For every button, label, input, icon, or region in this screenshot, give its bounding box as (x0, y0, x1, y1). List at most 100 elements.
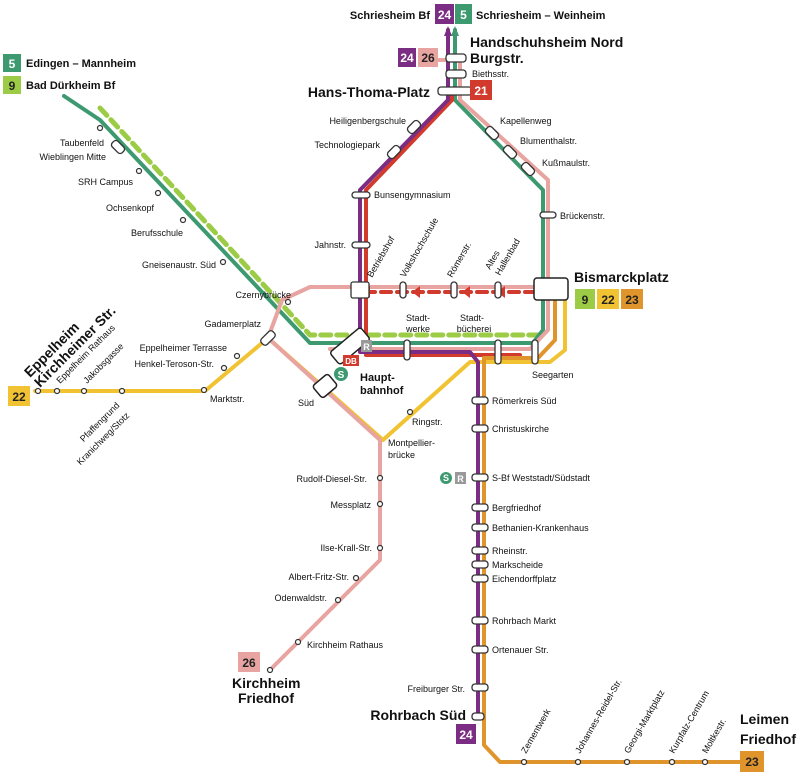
top-label-schriesheim-weinheim: Schriesheim – Weinheim (476, 10, 606, 22)
svg-text:R: R (363, 342, 370, 352)
regional-train-icon: R (455, 472, 466, 484)
station-montpellier-2: brücke (388, 450, 415, 460)
station-roemerstr: Römerstr. (445, 240, 473, 279)
svg-text:26: 26 (421, 51, 435, 65)
line-23-path (482, 293, 742, 764)
station-montpellier: Montpellier- (388, 438, 435, 448)
station-rohrbach-markt: Rohrbach Markt (492, 616, 557, 626)
station-albert-fritz: Albert-Fritz-Str. (288, 572, 349, 582)
terminus-leimen-friedhof: Friedhof (740, 731, 796, 747)
badge-21: 21 (470, 80, 492, 100)
badge-26-kirchheim: 26 (238, 652, 260, 672)
station-ilse-krall: Ilse-Krall-Str. (320, 543, 372, 553)
station-ringstr: Ringstr. (412, 417, 443, 427)
station-bunsengymnasium: Bunsengymnasium (374, 190, 451, 200)
terminus-hans-thoma-platz: Hans-Thoma-Platz (308, 84, 430, 100)
arrow-north-marker (451, 26, 459, 36)
station-odenwaldstr: Odenwaldstr. (274, 593, 327, 603)
station-reidel: Johannes-Reidel-Str. (573, 677, 624, 755)
svg-text:9: 9 (582, 293, 589, 307)
station-jahnstr: Jahnstr. (314, 240, 346, 250)
station-stadtwerke: Stadt- (406, 313, 430, 323)
station-czernybruecke: Czernybrücke (235, 290, 291, 300)
station-berufsschule: Berufsschule (131, 228, 183, 238)
stop-markers (110, 53, 569, 721)
terminus-hauptbahnhof-2: bahnhof (360, 385, 404, 397)
station-markscheide: Markscheide (492, 560, 543, 570)
station-kapellenweg: Kapellenweg (500, 116, 552, 126)
station-volkshochschule: Volkshochschule (398, 216, 440, 279)
svg-text:9: 9 (9, 79, 16, 93)
station-srh-campus: SRH Campus (78, 177, 134, 187)
station-georgi: Georgi-Marktplatz (622, 688, 667, 755)
badge-24-hsh: 24 (398, 48, 416, 67)
badge-23-leimen: 23 (740, 751, 764, 772)
station-gneisenaustr: Gneisenaustr. Süd (142, 260, 216, 270)
station-bergfriedhof: Bergfriedhof (492, 503, 542, 513)
badge-24-rohrbach: 24 (456, 724, 476, 744)
badge-26-hsh: 26 (418, 48, 438, 67)
svg-text:5: 5 (9, 57, 16, 71)
station-henkel: Henkel-Teroson-Str. (134, 359, 214, 369)
arrow-west-marker (412, 286, 420, 298)
station-ochsenkopf: Ochsenkopf (106, 203, 155, 213)
line-21-path (364, 88, 522, 357)
station-stadtwerke-2: werke (405, 324, 430, 334)
svg-text:24: 24 (438, 8, 452, 22)
terminus-leimen: Leimen (740, 711, 789, 727)
station-stadtbuecherei-2: bücherei (457, 324, 492, 334)
station-burgstr: Burgstr. (470, 50, 524, 66)
regional-train-icon: R (361, 340, 372, 352)
badge-22-eppelheim: 22 (8, 386, 30, 406)
station-weststadt: S-Bf Weststadt/Südstadt (492, 473, 590, 483)
station-gadamerplatz: Gadamerplatz (204, 319, 261, 329)
svg-text:26: 26 (242, 656, 256, 670)
badge-22-bismarck: 22 (597, 289, 619, 309)
station-biethsstr: Biethsstr. (472, 69, 509, 79)
s-bahn-icon: S (334, 367, 348, 381)
svg-text:S: S (338, 370, 345, 381)
terminus-handschuhsheim-nord: Handschuhsheim Nord (470, 34, 623, 50)
station-technologiepark: Technologiepark (314, 140, 380, 150)
station-brueckenstr: Brückenstr. (560, 211, 605, 221)
legend-label-9: Bad Dürkheim Bf (26, 80, 116, 92)
badge-24-top: 24 (435, 4, 454, 24)
svg-text:5: 5 (460, 8, 467, 22)
line-26-path (328, 58, 550, 351)
station-blumenthalstr: Blumenthalstr. (520, 136, 577, 146)
terminus-kirchheim-friedhof: Friedhof (238, 690, 294, 706)
terminus-bismarckplatz: Bismarckplatz (574, 269, 669, 285)
arrow-west-marker (462, 286, 470, 298)
station-roemerkreis: Römerkreis Süd (492, 396, 557, 406)
station-freiburger: Freiburger Str. (407, 684, 465, 694)
line-5-path (62, 28, 545, 345)
svg-text:R: R (457, 474, 464, 484)
badge-5-legend: 5 (3, 54, 21, 72)
top-label-schriesheim-bf: Schriesheim Bf (350, 10, 430, 22)
station-heiligenbergschule: Heiligenbergschule (329, 116, 406, 126)
station-eichendorffplatz: Eichendorffplatz (492, 574, 557, 584)
svg-text:21: 21 (474, 84, 488, 98)
svg-text:DB: DB (345, 357, 357, 366)
svg-text:23: 23 (625, 293, 639, 307)
terminus-hauptbahnhof: Haupt- (360, 372, 395, 384)
station-ortenauer: Ortenauer Str. (492, 645, 549, 655)
station-christuskirche: Christuskirche (492, 424, 549, 434)
station-stadtbuecherei: Stadt- (460, 313, 484, 323)
station-kirchheim-rathaus: Kirchheim Rathaus (307, 640, 384, 650)
s-bahn-icon: S (440, 472, 452, 484)
svg-text:S: S (443, 473, 449, 483)
svg-text:24: 24 (459, 728, 473, 742)
line-22-path (33, 288, 567, 442)
station-kussmaulstr: Kußmaulstr. (542, 158, 590, 168)
line-24-path (358, 28, 480, 720)
badge-9-bismarck: 9 (575, 289, 595, 309)
badge-9-legend: 9 (3, 76, 21, 94)
station-bethanien: Bethanien-Krankenhaus (492, 523, 589, 533)
station-seegarten: Seegarten (532, 370, 574, 380)
badge-5-top: 5 (455, 4, 472, 24)
badge-23-bismarck: 23 (621, 289, 643, 309)
station-moltkestr: Moltkestr. (700, 717, 728, 755)
station-rudolf-diesel: Rudolf-Diesel-Str. (296, 474, 367, 484)
